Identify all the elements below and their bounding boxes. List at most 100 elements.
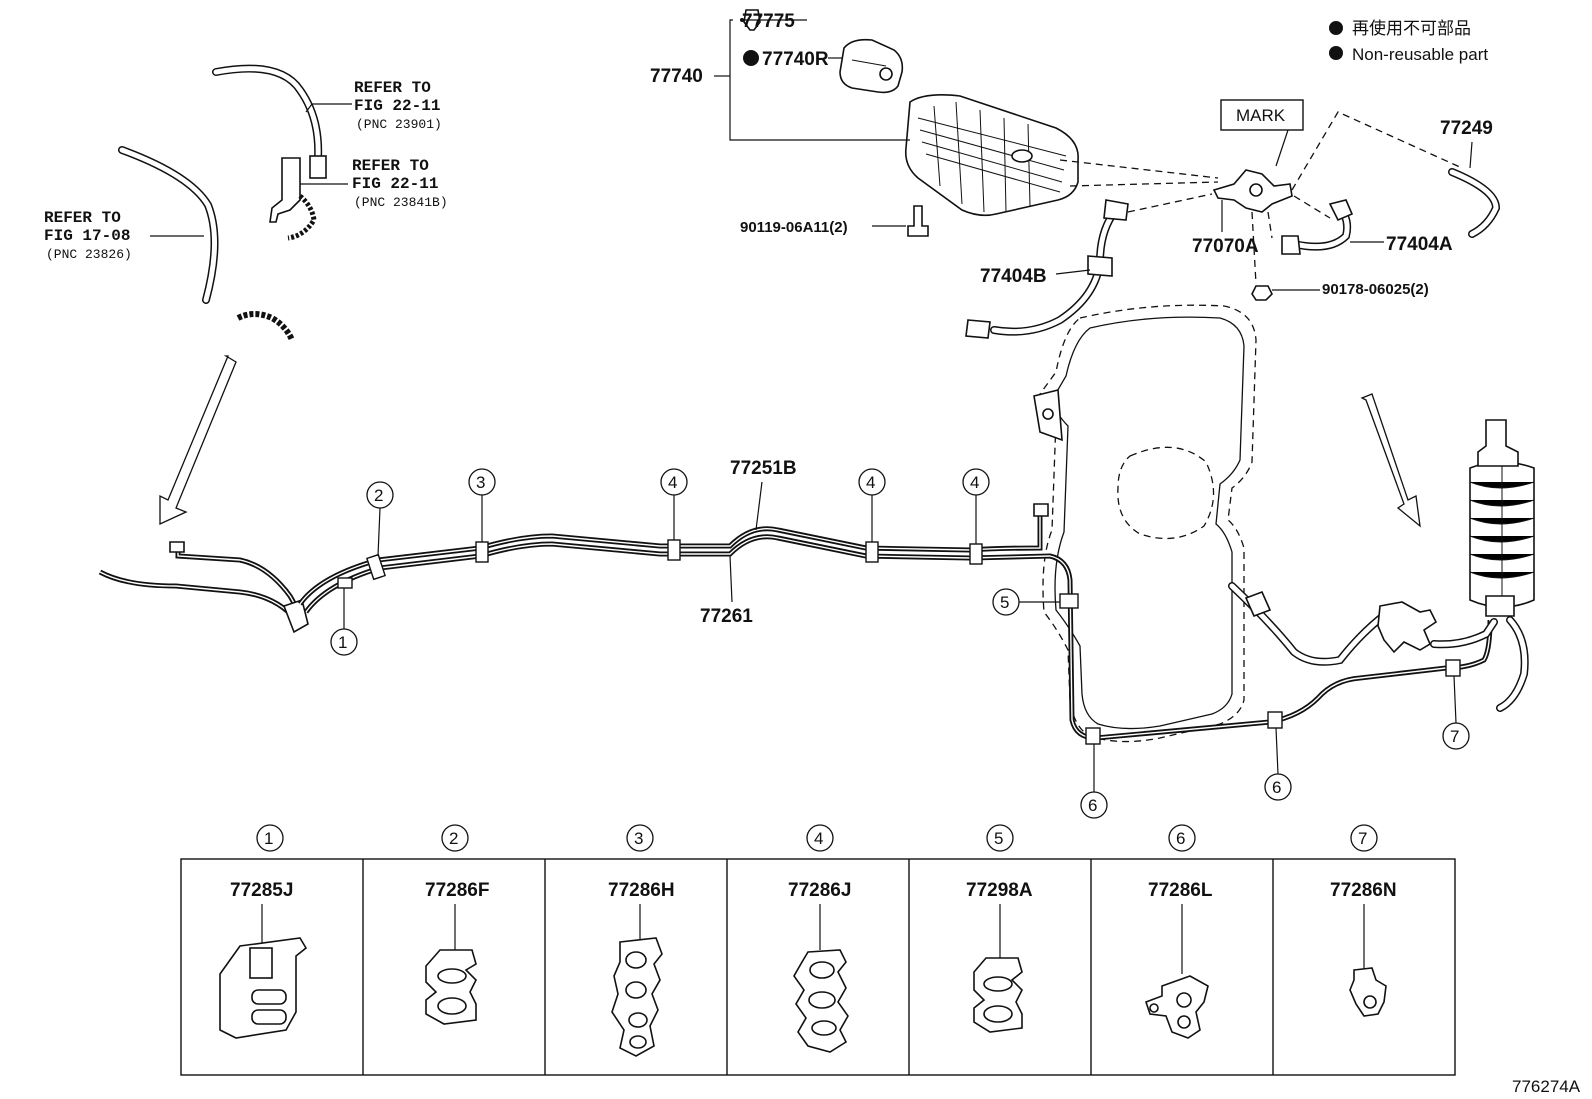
svg-text:90119-06A11(2): 90119-06A11(2) (740, 219, 848, 236)
svg-text:7: 7 (1450, 727, 1459, 746)
svg-text:MARK: MARK (1236, 106, 1286, 125)
svg-text:5: 5 (994, 829, 1003, 848)
fuel-lines (98, 503, 1529, 741)
reference-hoses (118, 64, 327, 342)
svg-text:(PNC 23826): (PNC 23826) (46, 247, 132, 262)
diagram-code: 776274A (1512, 1077, 1581, 1096)
svg-text:77298A: 77298A (966, 880, 1033, 901)
label-77261: 77261 (700, 555, 753, 627)
svg-text:1: 1 (338, 633, 347, 652)
svg-text:(PNC 23901): (PNC 23901) (356, 117, 442, 132)
svg-text:3: 3 (476, 473, 485, 492)
hose-77404A: 77404A (1281, 199, 1453, 255)
callout-4a: 4 (660, 468, 688, 540)
non-reusable-dot-icon (1329, 21, 1343, 35)
svg-text:5: 5 (1000, 593, 1009, 612)
mark-label: MARK (1220, 99, 1304, 167)
clamp-cell-7: 7 77286N (1330, 824, 1397, 1017)
clip-4b (865, 541, 879, 563)
svg-text:2: 2 (374, 486, 383, 505)
clamp-77286N-icon (1349, 967, 1387, 1017)
bolt-90119: 90119-06A11(2) (740, 205, 929, 237)
callout-4c: 4 (962, 468, 990, 544)
ref-fig-17-08: REFER TO FIG 17-08 (PNC 23826) (44, 209, 204, 262)
clamp-77286L-icon (1144, 975, 1209, 1039)
callout-5: 5 (992, 588, 1060, 616)
vent-valve-77070A: 77070A (1192, 169, 1293, 257)
svg-text:77286L: 77286L (1148, 880, 1213, 901)
svg-text:77286J: 77286J (788, 880, 851, 901)
fuel-tank (1033, 304, 1257, 743)
label-77775: 77775 (729, 11, 910, 141)
nut-90178: 90178-06025(2) (1251, 281, 1429, 301)
callout-3: 3 (468, 468, 496, 542)
view-arrow-right (1360, 393, 1421, 528)
svg-text:77261: 77261 (700, 606, 753, 627)
view-arrow-left (159, 355, 237, 526)
svg-text:4: 4 (866, 473, 875, 492)
callout-4b: 4 (858, 468, 886, 542)
svg-text:77740: 77740 (650, 66, 703, 87)
ref-fig-22-11-b: REFER TO FIG 22-11 (PNC 23841B) (300, 157, 448, 210)
callout-6a: 6 (1080, 744, 1108, 819)
non-reusable-dot-icon (1329, 46, 1343, 60)
clamp-cell-5: 5 77298A (966, 824, 1033, 1033)
ref-fig-22-11-a: REFER TO FIG 22-11 (PNC 23901) (305, 79, 442, 132)
canister-valve (839, 38, 904, 94)
svg-text:3: 3 (634, 829, 643, 848)
svg-text:REFER TO: REFER TO (354, 79, 431, 97)
clamp-cell-6: 6 77286L (1144, 824, 1213, 1039)
legend-english: Non-reusable part (1352, 45, 1488, 64)
svg-text:90178-06025(2): 90178-06025(2) (1322, 281, 1429, 298)
callout-2: 2 (366, 481, 394, 557)
svg-text:77775: 77775 (742, 11, 795, 32)
svg-text:4: 4 (814, 829, 823, 848)
svg-text:1: 1 (264, 829, 273, 848)
clip-1 (337, 577, 353, 589)
clip-2 (366, 553, 386, 581)
svg-text:FIG 17-08: FIG 17-08 (44, 227, 130, 245)
svg-text:7: 7 (1358, 829, 1367, 848)
hose-77404B: 77404B (965, 199, 1129, 339)
clamp-cell-4: 4 77286J (788, 824, 851, 1053)
charcoal-canister (904, 94, 1079, 217)
svg-text:6: 6 (1088, 796, 1097, 815)
hose-77249: 77249 (1440, 118, 1501, 238)
svg-text:77251B: 77251B (730, 458, 797, 479)
label-77740: 77740 (650, 66, 730, 87)
connection-dashes (1059, 111, 1463, 285)
svg-text:2: 2 (449, 829, 458, 848)
svg-text:77286F: 77286F (425, 880, 489, 901)
clip-3 (475, 541, 489, 563)
clamp-cell-2: 2 77286F (425, 824, 489, 1025)
svg-text:6: 6 (1272, 778, 1281, 797)
clip-6b (1267, 711, 1283, 729)
callout-7: 7 (1442, 675, 1470, 750)
svg-text:77404A: 77404A (1386, 234, 1453, 255)
svg-text:6: 6 (1176, 829, 1185, 848)
svg-text:FIG 22-11: FIG 22-11 (352, 175, 438, 193)
clip-5 (1059, 593, 1079, 609)
clamp-cell-1: 1 77285J (219, 824, 308, 1039)
clip-7 (1445, 659, 1461, 677)
svg-text:4: 4 (970, 473, 979, 492)
svg-text:77286H: 77286H (608, 880, 675, 901)
svg-text:77249: 77249 (1440, 118, 1493, 139)
svg-text:77070A: 77070A (1192, 236, 1259, 257)
legend: 再使用不可部品 Non-reusable part (1329, 18, 1488, 64)
legend-japanese: 再使用不可部品 (1352, 18, 1471, 38)
svg-text:4: 4 (668, 473, 677, 492)
callout-6b: 6 (1264, 727, 1292, 801)
non-reusable-dot-icon (743, 50, 759, 66)
clip-4a (667, 539, 681, 561)
canister-filter-right (1469, 419, 1535, 617)
svg-text:77740R: 77740R (762, 49, 829, 70)
svg-text:REFER TO: REFER TO (44, 209, 121, 227)
clip-6a (1085, 727, 1101, 745)
svg-text:REFER TO: REFER TO (352, 157, 429, 175)
clamp-cell-3: 3 77286H (608, 824, 675, 1057)
svg-text:77285J: 77285J (230, 880, 293, 901)
callout-1: 1 (330, 588, 358, 656)
clamp-table: 1 77285J 2 77286F 3 77286H (180, 824, 1456, 1076)
svg-text:77404B: 77404B (980, 266, 1047, 287)
